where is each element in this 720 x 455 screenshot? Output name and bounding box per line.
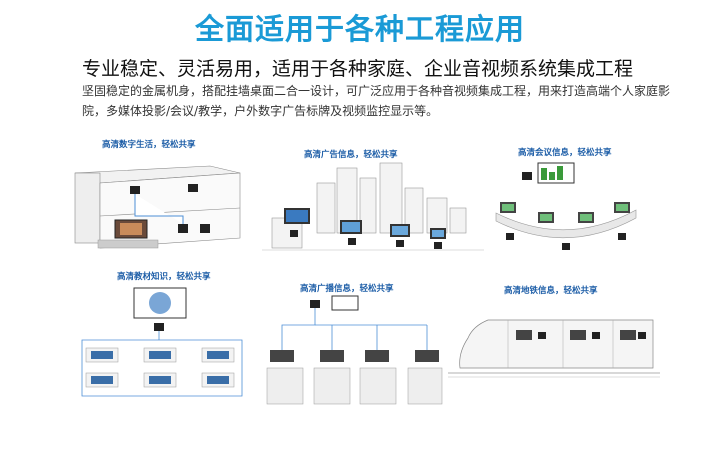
scene-broadcast: 高清广播信息，轻松共享: [262, 280, 444, 410]
scene-title: 高清会议信息，轻松共享: [518, 148, 612, 158]
scene-title: 高清广告信息，轻松共享: [304, 150, 398, 160]
education-illustration: [81, 287, 243, 397]
scene-title: 高清地铁信息，轻松共享: [504, 286, 598, 296]
metro-illustration: [448, 319, 660, 378]
conference-illustration: [495, 162, 637, 250]
scene-conference: 高清会议信息，轻松共享: [486, 138, 646, 260]
scene-title: 高清数字生活，轻松共享: [102, 140, 196, 150]
city-illustration: [262, 162, 484, 251]
home-illustration: [74, 165, 241, 249]
scene-title: 高清教材知识，轻松共享: [117, 272, 211, 282]
scene-education: 高清教材知识，轻松共享: [62, 268, 260, 408]
scene-home: 高清数字生活，轻松共享: [60, 128, 260, 258]
page-title: 全面适用于各种工程应用: [194, 12, 525, 46]
scene-metro: 高清地铁信息，轻松共享: [448, 278, 660, 388]
scene-title: 高清广播信息，轻松共享: [300, 284, 394, 294]
broadcast-illustration: [266, 295, 443, 405]
page-description: 坚固稳定的金属机身，搭配挂墙桌面二合一设计，可广泛应用于各种音视频集成工程，用来…: [82, 84, 671, 118]
scene-advertising: 高清广告信息，轻松共享: [262, 138, 484, 258]
page-subtitle: 专业稳定、灵活易用，适用于各种家庭、企业音视频系统集成工程: [82, 58, 634, 80]
